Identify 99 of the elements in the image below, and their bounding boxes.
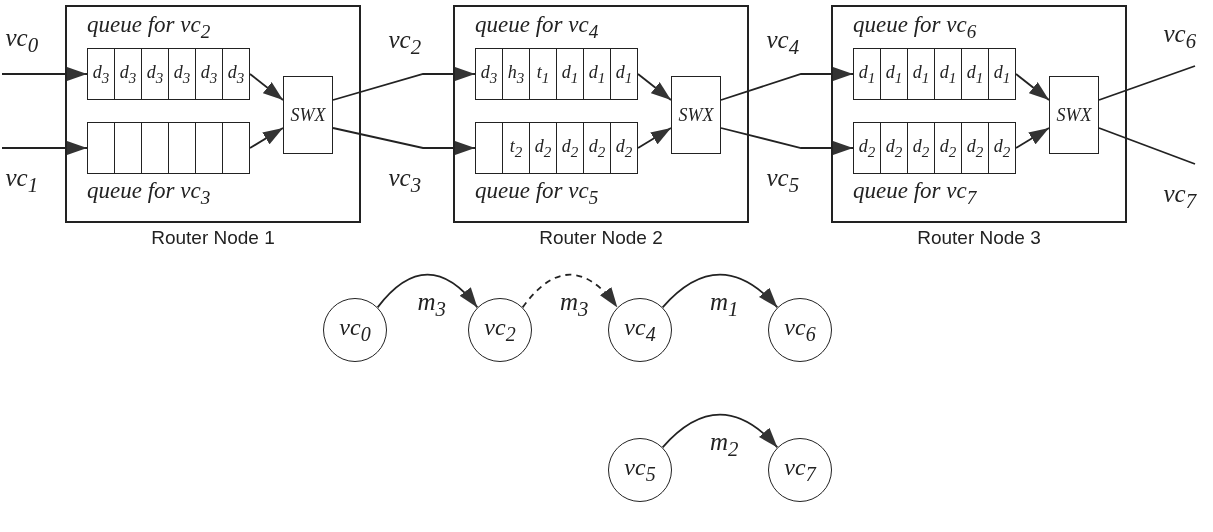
flit-label: d$_{3}$	[119, 61, 137, 87]
channel-circle: vc$_{0}$	[323, 298, 387, 362]
flit-label: d$_{1}$	[993, 61, 1011, 87]
crossbar-switch: SWX	[283, 76, 333, 154]
queue-slot	[556, 48, 584, 100]
queue-slot	[168, 122, 196, 174]
queue-label: queue for vc$_{5}$	[475, 178, 599, 209]
queue-slot	[934, 48, 962, 100]
flit-label: d$_{1}$	[858, 61, 876, 87]
flit-label: d$_{2}$	[858, 135, 876, 161]
router-label: Router Node 2	[538, 227, 664, 249]
arrow	[637, 73, 672, 101]
queue-slot	[114, 48, 142, 100]
queue-label: queue for vc$_{7}$	[853, 178, 977, 209]
arrow	[720, 67, 854, 101]
arrow	[332, 67, 476, 101]
arrow	[661, 413, 779, 449]
queue-slot	[880, 122, 908, 174]
arrow	[1015, 73, 1050, 101]
queue-label: queue for vc$_{4}$	[475, 12, 599, 43]
queue-label: queue for vc$_{3}$	[87, 178, 211, 209]
channel-circle: vc$_{4}$	[608, 298, 672, 362]
queue-slot	[502, 122, 530, 174]
arrow	[376, 273, 479, 309]
queue-slot	[556, 122, 584, 174]
queue-slot	[87, 122, 115, 174]
flit-label: d$_{3}$	[480, 61, 498, 87]
queue-slot	[610, 122, 638, 174]
channel-circle: vc$_{6}$	[768, 298, 832, 362]
flit-label: d$_{2}$	[993, 135, 1011, 161]
queue-slot	[222, 122, 250, 174]
flit-label: d$_{1}$	[966, 61, 984, 87]
queue-slot	[529, 48, 557, 100]
flit-label: d$_{1}$	[885, 61, 903, 87]
queue-slot	[475, 48, 503, 100]
flit-label: d$_{2}$	[912, 135, 930, 161]
flit-label: d$_{3}$	[227, 61, 245, 87]
queue-slot	[934, 122, 962, 174]
queue-slot	[222, 48, 250, 100]
queue-slot	[583, 48, 611, 100]
channel-circle: vc$_{2}$	[468, 298, 532, 362]
arrow	[521, 273, 619, 309]
arrow	[249, 73, 284, 101]
queue-slot	[141, 48, 169, 100]
arrow	[661, 273, 779, 309]
queue-slot	[988, 48, 1016, 100]
router-label: Router Node 3	[916, 227, 1042, 249]
queue-slot	[141, 122, 169, 174]
router-label: Router Node 1	[150, 227, 276, 249]
arrow	[1, 67, 88, 81]
flit-label: d$_{3}$	[92, 61, 110, 87]
flit-label: d$_{2}$	[966, 135, 984, 161]
flit-label: d$_{2}$	[561, 135, 579, 161]
flit-label: d$_{2}$	[885, 135, 903, 161]
queue-slot	[583, 122, 611, 174]
arrow	[249, 127, 284, 149]
queue-slot	[475, 122, 503, 174]
channel-circle: vc$_{5}$	[608, 438, 672, 502]
flit-label: d$_{1}$	[912, 61, 930, 87]
arrow	[720, 127, 854, 155]
flit-label: d$_{3}$	[173, 61, 191, 87]
queue-label: queue for vc$_{2}$	[87, 12, 211, 43]
flit-label: d$_{1}$	[615, 61, 633, 87]
queue-slot	[168, 48, 196, 100]
channel-circle: vc$_{7}$	[768, 438, 832, 502]
queue-slot	[988, 122, 1016, 174]
queue-slot	[195, 122, 223, 174]
queue-slot	[961, 48, 989, 100]
queue-slot	[853, 122, 881, 174]
flit-label: d$_{1}$	[588, 61, 606, 87]
queue-slot	[880, 48, 908, 100]
flit-label: d$_{2}$	[588, 135, 606, 161]
flit-label: d$_{2}$	[534, 135, 552, 161]
queue-slot	[529, 122, 557, 174]
queue-label: queue for vc$_{6}$	[853, 12, 977, 43]
crossbar-switch: SWX	[1049, 76, 1099, 154]
queue-slot	[907, 122, 935, 174]
flit-label: d$_{3}$	[200, 61, 218, 87]
flit-label: d$_{2}$	[939, 135, 957, 161]
queue-slot	[195, 48, 223, 100]
flit-label: t$_{2}$	[509, 135, 523, 161]
arrow	[1015, 127, 1050, 149]
queue-slot	[87, 48, 115, 100]
flit-label: h$_{3}$	[507, 61, 525, 87]
crossbar-switch: SWX	[671, 76, 721, 154]
queue-slot	[961, 122, 989, 174]
queue-slot	[114, 122, 142, 174]
arrow	[637, 127, 672, 149]
flit-label: d$_{2}$	[615, 135, 633, 161]
queue-slot	[853, 48, 881, 100]
flit-label: t$_{1}$	[536, 61, 550, 87]
flit-label: d$_{3}$	[146, 61, 164, 87]
queue-slot	[907, 48, 935, 100]
queue-slot	[610, 48, 638, 100]
arrow	[1, 141, 88, 155]
flit-label: d$_{1}$	[939, 61, 957, 87]
flit-label: d$_{1}$	[561, 61, 579, 87]
arrow	[332, 127, 476, 155]
queue-slot	[502, 48, 530, 100]
